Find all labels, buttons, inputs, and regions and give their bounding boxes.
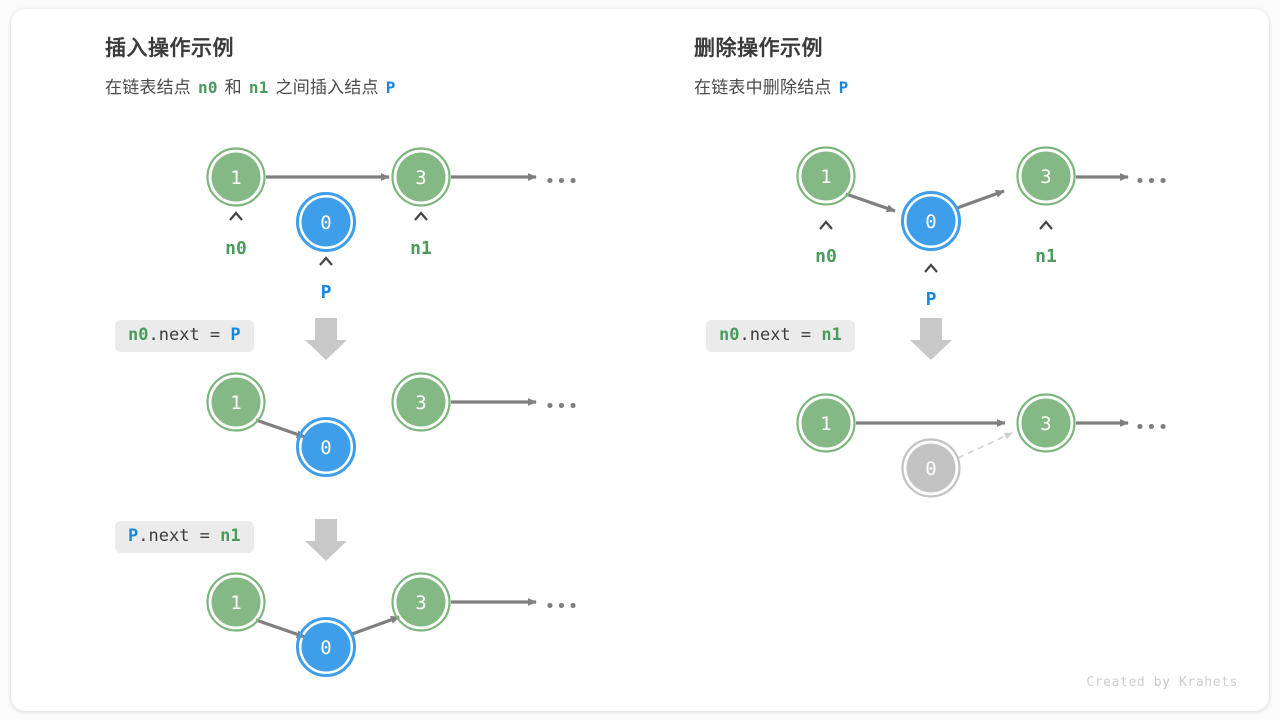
code-token-p: P [128, 526, 139, 546]
footer-credit: Created by Krahets [1086, 675, 1238, 690]
code-token-next: .next = [739, 325, 822, 345]
subtitle-text-3: 之间插入结点 [275, 78, 379, 97]
subtitle-token-n0: n0 [198, 78, 218, 97]
code-label-insert-step2: P.next = n1 [115, 521, 254, 553]
panel-delete-header: 删除操作示例 在链表中删除结点 P [694, 32, 848, 98]
code-token-n0: n0 [719, 325, 740, 345]
panel-delete-title: 删除操作示例 [694, 37, 823, 60]
code-token-n1: n1 [821, 325, 842, 345]
code-token-next: .next = [138, 526, 221, 546]
subtitle-token-p: P [838, 78, 849, 97]
subtitle-text-1: 在链表结点 [105, 78, 191, 97]
code-token-p: P [230, 325, 241, 345]
panel-insert-header: 插入操作示例 在链表结点 n0 和 n1 之间插入结点 P [105, 32, 396, 98]
code-token-n1: n1 [220, 526, 241, 546]
subtitle-token-n1: n1 [248, 78, 269, 97]
panel-insert-title: 插入操作示例 [105, 37, 234, 60]
code-token-next: .next = [148, 325, 231, 345]
panel-delete-subtitle: 在链表中删除结点 P [694, 73, 848, 98]
panel-insert-subtitle: 在链表结点 n0 和 n1 之间插入结点 P [105, 73, 396, 98]
diagram-card [11, 9, 1269, 711]
code-token-n0: n0 [128, 325, 149, 345]
code-label-insert-step1: n0.next = P [115, 320, 254, 352]
code-label-delete-step1: n0.next = n1 [706, 320, 855, 352]
subtitle-text-1: 在链表中删除结点 [694, 78, 832, 97]
subtitle-token-p: P [385, 78, 396, 97]
subtitle-text-2: 和 [224, 78, 242, 97]
